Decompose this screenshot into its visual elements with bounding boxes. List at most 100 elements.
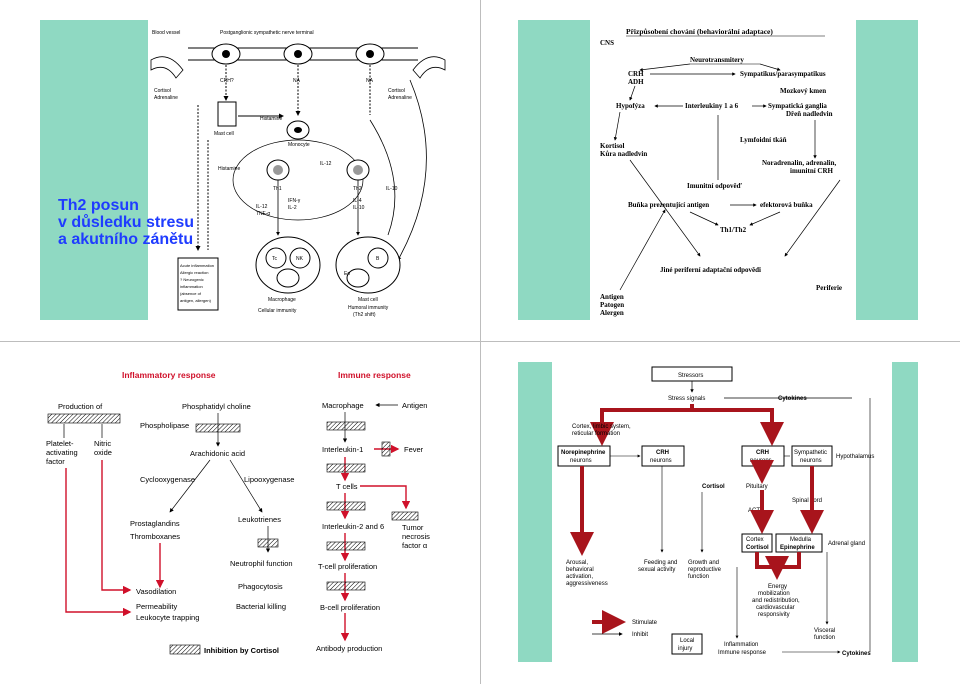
local-injury-line-2: injury	[678, 646, 692, 652]
crh-right-line-1: CRH	[756, 450, 769, 456]
dren-label: Dřeň nadledvin	[786, 110, 833, 118]
mozkovy-label: Mozkový kmen	[780, 87, 826, 95]
neurotransmitery-label: Neurotransmitery	[690, 56, 744, 64]
mast-cell-2-label: Mast cell	[358, 297, 378, 303]
hypofyza-label: Hypofýza	[616, 102, 645, 110]
il10a-label: IL-10	[353, 205, 365, 211]
permeability-label: Permeability	[136, 602, 178, 611]
arousal-line-2: behavioral	[566, 567, 594, 573]
arousal-line-4: aggressiveness	[566, 581, 608, 587]
tnf-label: TNF-α	[256, 211, 270, 217]
monocyte-label: Monocyte	[288, 142, 310, 148]
il1-label: Interleukin-1	[322, 445, 363, 454]
crh-left-line-1: CRH	[656, 450, 669, 456]
header-text: Přizpůsobení chování (behaviorální adapt…	[626, 27, 773, 36]
energy-line-1: Energy	[768, 584, 787, 590]
slide-1-title: Th2 posun v důsledku stresu a akutního z…	[58, 197, 194, 248]
phagocytosis-label: Phagocytosis	[238, 582, 283, 591]
slide-4-band-left	[518, 362, 552, 662]
fever-label: Fever	[404, 445, 424, 454]
medulla-line-1: Medulla	[790, 537, 812, 543]
inhibit-label: Inhibit	[632, 632, 648, 638]
title-line-1: Th2 posun	[58, 197, 139, 214]
title-line-3: a akutního zánětu	[58, 231, 194, 248]
cytokines-top-label: Cytokines	[778, 396, 807, 402]
th2-shift-diagram: Blood vessel Postganglionic sympathetic …	[150, 30, 446, 318]
stress-axis-diagram: Stressors Stress signals Cytokines Corte…	[552, 362, 892, 662]
cortisol-inhibition-diagram: Inflammatory response Immune response Pr…	[46, 370, 430, 655]
crh-left-line-2: neurons	[650, 458, 672, 464]
stress-signals-label: Stress signals	[668, 396, 705, 402]
production-label: Production of	[58, 402, 103, 411]
platelet-line-2: activating	[46, 448, 78, 457]
thromboxanes-label: Thromboxanes	[130, 532, 180, 541]
feeding-line-1: Feeding and	[644, 560, 677, 566]
efektor-label: efektorová buňka	[760, 201, 813, 209]
histamine-1-label: Histamine	[260, 116, 282, 122]
cortisol-label: Cortisol	[702, 484, 725, 490]
jine-label: Jiné periferní adaptační odpovědi	[660, 266, 761, 274]
antigen-label: Antigen	[402, 401, 427, 410]
tnf-line-1: Tumor	[402, 523, 424, 532]
box-line-1: Acute inflammation	[180, 263, 214, 268]
phosphatidyl-label: Phosphatidyl choline	[182, 402, 251, 411]
slide-4: Stressors Stress signals Cytokines Corte…	[518, 362, 918, 662]
bprolif-label: B-cell proliferation	[320, 603, 380, 612]
cortex-adrenal-line-2: Cortisol	[746, 545, 769, 551]
tcells-label: T cells	[336, 482, 358, 491]
b-label: B	[376, 256, 380, 262]
slide-1: Th2 posun v důsledku stresu a akutního z…	[40, 20, 470, 320]
stressors-label: Stressors	[678, 373, 703, 379]
mast-cell-label: Mast cell	[214, 131, 234, 137]
kortisol-label: Kortisol	[600, 142, 625, 150]
histamine-2-label: Histamine	[218, 166, 240, 172]
eo-label: Eo	[344, 271, 350, 277]
interleukiny-label: Interleukiny 1 a 6	[685, 102, 739, 110]
il2-label: IL-2	[288, 205, 297, 211]
energy-line-3: and redistribution,	[752, 598, 800, 604]
cortisol-left-label: Cortisol	[154, 88, 171, 94]
slide-4-band-right	[892, 362, 918, 662]
inflammation-line-1: Inflammation	[724, 642, 758, 648]
box-line-3: ? Neurogenic	[180, 277, 204, 282]
energy-line-2: mobilization	[758, 591, 790, 597]
vasodilation-label: Vasodilation	[136, 587, 176, 596]
antibody-label: Antibody production	[316, 644, 382, 653]
humoral-label: Humoral immunity	[348, 305, 389, 311]
stimulate-label: Stimulate	[632, 620, 658, 626]
blood-vessel-label: Blood vessel	[152, 30, 180, 36]
cortex-line-2: reticular formation	[572, 431, 620, 437]
nitric-line-1: Nitric	[94, 439, 111, 448]
slide-2: Přizpůsobení chování (behaviorální adapt…	[518, 20, 918, 320]
antigen-label: Antigen	[600, 293, 624, 301]
crh-label: CRH?	[220, 78, 234, 84]
noradrenalin-label: Noradrenalin, adrenalin,	[762, 159, 836, 167]
norepi-line-1: Norepinephrine	[561, 450, 606, 456]
periferie-label: Periferie	[816, 284, 842, 292]
phospholipase-label: Phospholipase	[140, 421, 189, 430]
sympathetic-line-1: Sympathetic	[794, 450, 827, 456]
cyclooxygenase-label: Cyclooxygenase	[140, 475, 195, 484]
patogen-label: Patogen	[600, 301, 624, 309]
imunitni-crh-label: imunitní CRH	[790, 167, 834, 175]
il26-label: Interleukin-2 and 6	[322, 522, 384, 531]
cortex-line-1: Cortex, limbic system,	[572, 424, 631, 430]
visceral-line-1: Visceral	[814, 628, 835, 634]
tnf-line-2: necrosis	[402, 532, 430, 541]
cns-label: CNS	[600, 39, 614, 47]
slide-1-band	[40, 20, 148, 320]
medulla-line-2: Epinephrine	[780, 545, 815, 551]
immune-title: Immune response	[338, 370, 411, 380]
arousal-line-1: Arousal,	[566, 560, 588, 566]
symp-label: Sympatikus/parasympatikus	[740, 70, 826, 78]
platelet-line-3: factor	[46, 457, 65, 466]
box-line-2: Allergic reaction	[180, 270, 208, 275]
inflammation-line-2: Immune response	[718, 650, 767, 656]
local-injury-line-1: Local	[680, 638, 694, 644]
cellular-label: Cellular immunity	[258, 308, 297, 314]
crh-right-line-2: neurons	[750, 458, 772, 464]
prostaglandins-label: Prostaglandins	[130, 519, 180, 528]
ganglia-label: Sympatická ganglia	[768, 102, 827, 110]
adrenaline-left-label: Adrenaline	[154, 95, 178, 101]
kura-label: Kůra nadledvin	[600, 150, 647, 158]
